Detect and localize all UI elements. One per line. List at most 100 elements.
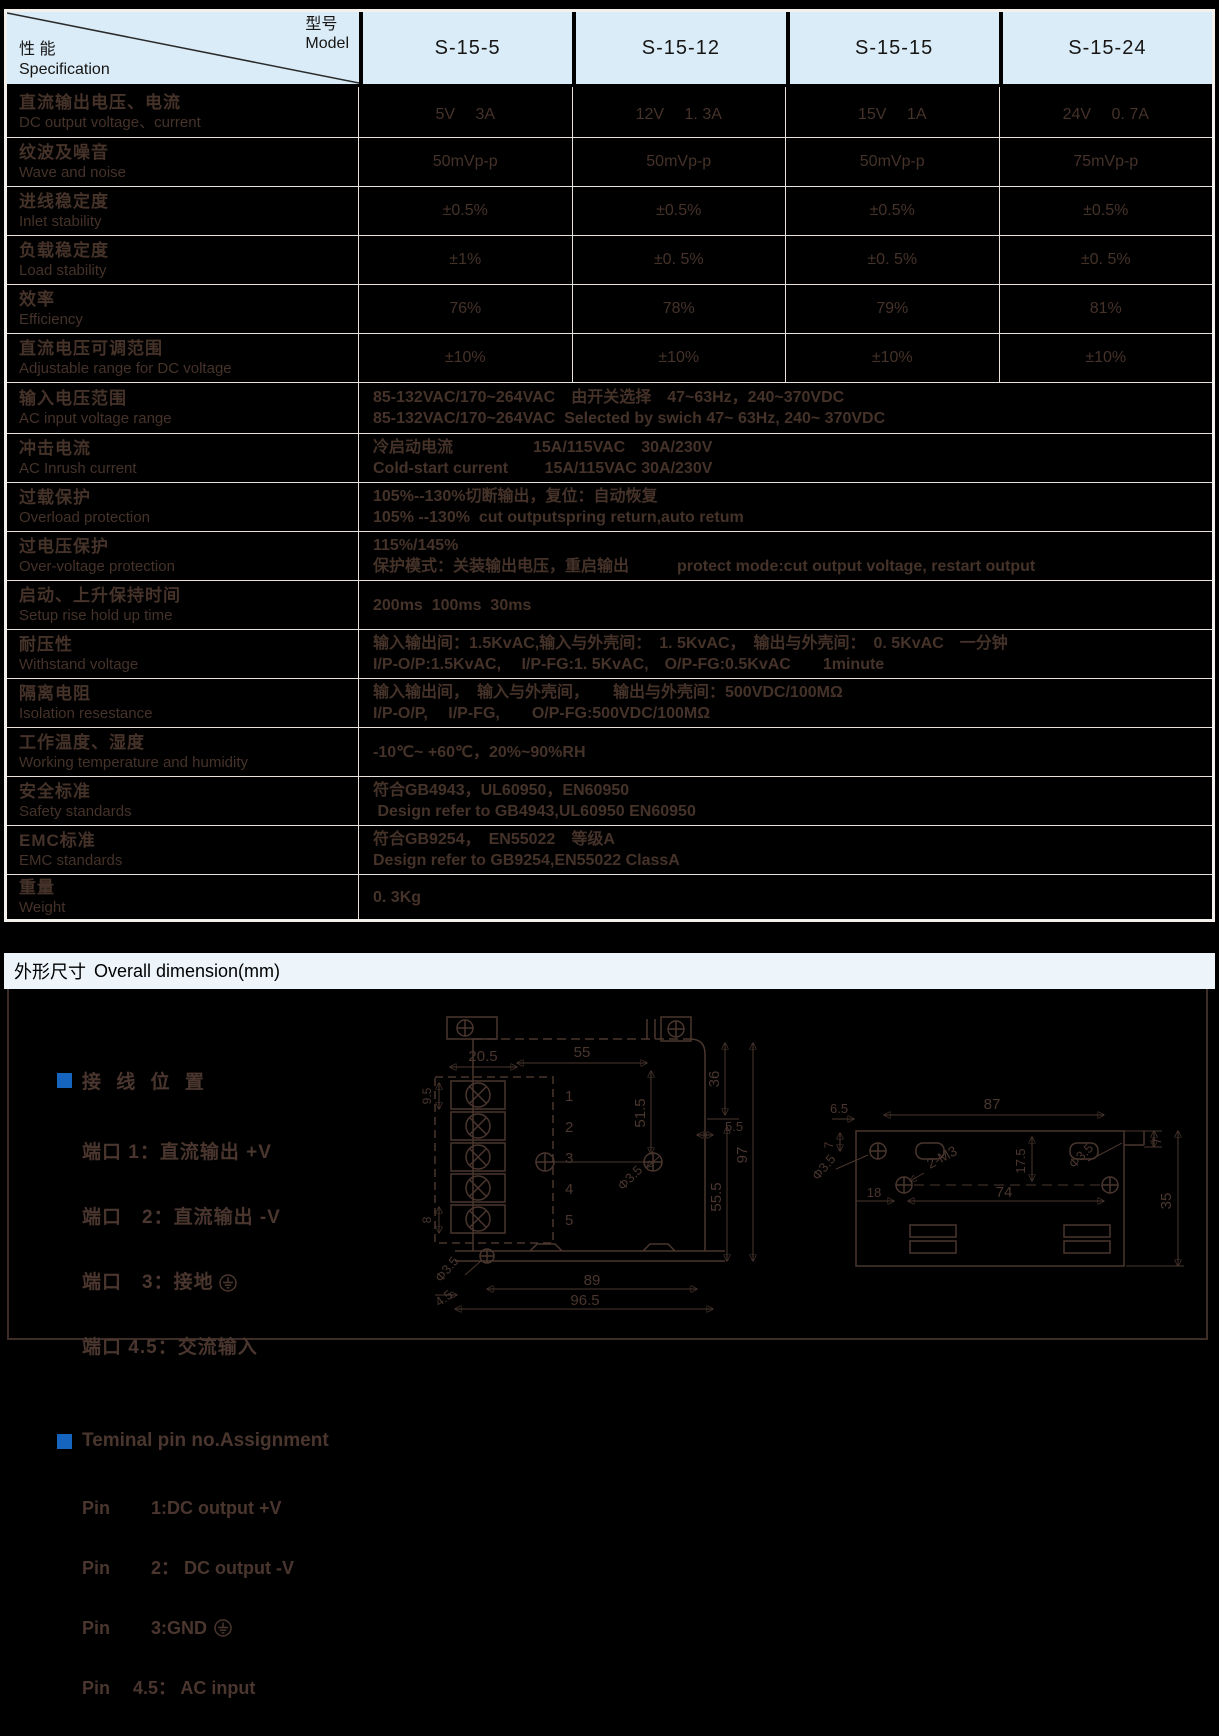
dim-label: 51.5	[632, 1098, 649, 1127]
dim-label: 4.5	[432, 1287, 455, 1310]
span-line: Design refer to GB4943,UL60950 EN60950	[373, 803, 696, 820]
span-line: 200ms 100ms 30ms	[373, 596, 532, 614]
spec-span-cell: 115%/145% 保护模式：关装输出电压，重启输出 protect mode:…	[359, 532, 1212, 580]
spec-value-cell: 50mVp-p	[786, 138, 1000, 186]
dim-label: 36	[706, 1071, 723, 1088]
spec-axis-label: 性 能 Specification	[19, 41, 110, 78]
dim-label: 55.5	[708, 1182, 725, 1211]
model-column-header: S-15-15	[789, 12, 999, 84]
pin-assignment-heading: Teminal pin no.Assignment	[57, 1430, 329, 1452]
span-line: 保护模式：关装输出电压，重启输出 protect mode:cut output…	[373, 558, 1036, 575]
terminal-pin-number: 1	[565, 1088, 573, 1105]
row-label-en: DC output voltage、current	[19, 114, 201, 131]
dim-label: 96.5	[570, 1292, 599, 1309]
diagonal-divider	[7, 12, 359, 84]
row-label-cn: 冲击电流	[19, 439, 91, 458]
span-line: I/P-O/P, I/P-FG, O/P-FG:500VDC/100MΩ	[373, 705, 711, 722]
span-line: 85-132VAC/170~264VAC Selected by swich 4…	[373, 410, 886, 427]
span-line: Cold-start current 15A/115VAC 30A/230V	[373, 460, 713, 477]
spec-value-cell: 24V 0. 7A	[1062, 106, 1149, 123]
spec-value-cell: 50mVp-p	[573, 138, 786, 186]
row-label-cn: EMC标准	[19, 831, 96, 850]
spec-span-cell: 0. 3Kg	[359, 875, 1212, 919]
row-label-en: Over-voltage protection	[19, 558, 175, 575]
dim-label: Φ3.5	[809, 1151, 839, 1182]
spec-value-cell: ±10%	[573, 334, 786, 382]
row-label-en: Efficiency	[19, 311, 83, 328]
spec-value-cell: 81%	[1089, 300, 1122, 317]
dimension-drawing-area: 接 线 位 置 端口 1：直流输出 +V 端口 2：直流输出 -V 端口 3：接…	[7, 989, 1208, 1698]
span-line: 105% --130% cut outputspring return,auto…	[373, 509, 744, 526]
dim-label: 55	[574, 1044, 591, 1061]
wiring-heading: 接 线 位 置	[57, 1067, 329, 1094]
row-label-cn: 负载稳定度	[19, 241, 109, 260]
dim-label: 2-M3	[924, 1142, 960, 1171]
dim-label: 87	[984, 1096, 1001, 1113]
wiring-item: 端口 4.5：交流输入	[82, 1337, 258, 1358]
dim-label: 7	[1150, 1137, 1164, 1144]
pin-item: Pin 4.5： AC input	[82, 1678, 256, 1698]
dim-labels: 20.5 55 51.5 36 5.5 97 55.5 9.5 8 Φ3.5 Φ…	[420, 1044, 751, 1309]
span-line: 85-132VAC/170~264VAC 由开关选择 47~63Hz，240~3…	[373, 389, 845, 406]
row-label-cn: 重量	[19, 878, 55, 897]
spec-value-cell: ±1%	[359, 236, 573, 284]
dim-label: 89	[584, 1272, 601, 1289]
model-column-header: S-15-24	[1002, 12, 1212, 84]
row-label-cn: 过电压保护	[19, 537, 109, 556]
blue-square-bullet	[57, 1433, 72, 1449]
spec-span-cell: 冷启动电流 15A/115VAC 30A/230V Cold-start cur…	[359, 434, 1212, 482]
spec-value-cell: 50mVp-p	[359, 138, 573, 186]
dim-label: 6.5	[830, 1101, 848, 1116]
dimension-title-en: Overall dimension(mm)	[94, 960, 281, 981]
wiring-item: 端口 2：直流输出 -V	[82, 1207, 281, 1228]
spec-value-cell: 15V 1A	[786, 87, 1000, 137]
dimension-section-title-bar: 外形尺寸 Overall dimension(mm)	[4, 953, 1215, 989]
datasheet-page: 型号 Model 性 能 Specification S-15-5 S-15-1…	[4, 9, 1215, 1698]
spec-table: 型号 Model 性 能 Specification S-15-5 S-15-1…	[4, 9, 1215, 922]
span-line: -10℃~ +60℃，20%~90%RH	[373, 743, 586, 761]
blue-square-bullet	[57, 1073, 72, 1088]
span-line: Design refer to GB9254,EN55022 ClassA	[373, 852, 680, 869]
spec-value-cell: ±0. 5%	[786, 236, 1000, 284]
row-label-en: Safety standards	[19, 803, 132, 820]
spec-span-cell: 符合GB4943，UL60950，EN60950 Design refer to…	[359, 777, 1212, 825]
row-label-cn: 进线稳定度	[19, 192, 109, 211]
spec-span-cell: 输入输出间， 输入与外壳间， 输出与外壳间：500VDC/100MΩ I/P-O…	[359, 679, 1212, 727]
model-axis-label: 型号 Model	[305, 16, 349, 52]
spec-value-cell: ±10%	[1085, 349, 1127, 366]
terminal-pin-number: 5	[565, 1212, 573, 1229]
dim-label: 5.5	[725, 1119, 743, 1134]
spec-value-cell: ±0. 5%	[573, 236, 786, 284]
row-label-en: Isolation resestance	[19, 705, 153, 722]
row-label-en: Working temperature and humidity	[19, 754, 248, 771]
row-label-en: Load stability	[19, 262, 107, 279]
dim-label: 7	[822, 1141, 836, 1148]
spec-value-cell: ±10%	[786, 334, 1000, 382]
dim-labels: 6.5 87 7 Φ3.5 2-M3 17.5 Φ3.5 7 18 74 35	[809, 1096, 1175, 1209]
row-label-cn: 安全标准	[19, 782, 91, 801]
spec-value-cell: ±0.5%	[786, 187, 1000, 235]
dim-label: 18	[867, 1185, 881, 1200]
row-label-en: Setup rise hold up time	[19, 607, 173, 624]
dim-label: Φ3.5	[615, 1162, 646, 1193]
model-column-header: S-15-5	[363, 12, 573, 84]
span-line: 115%/145%	[373, 537, 459, 554]
row-label-en: Withstand voltage	[19, 656, 139, 673]
dim-label: 9.5	[420, 1087, 434, 1104]
side-view-drawing: 6.5 87 7 Φ3.5 2-M3 17.5 Φ3.5 7 18 74 35	[809, 1096, 1184, 1267]
spec-value-cell: ±10%	[359, 334, 573, 382]
row-label-en: EMC standards	[19, 852, 123, 869]
spec-value-cell: 79%	[786, 285, 1000, 333]
row-label-en: Inlet stability	[19, 213, 102, 230]
